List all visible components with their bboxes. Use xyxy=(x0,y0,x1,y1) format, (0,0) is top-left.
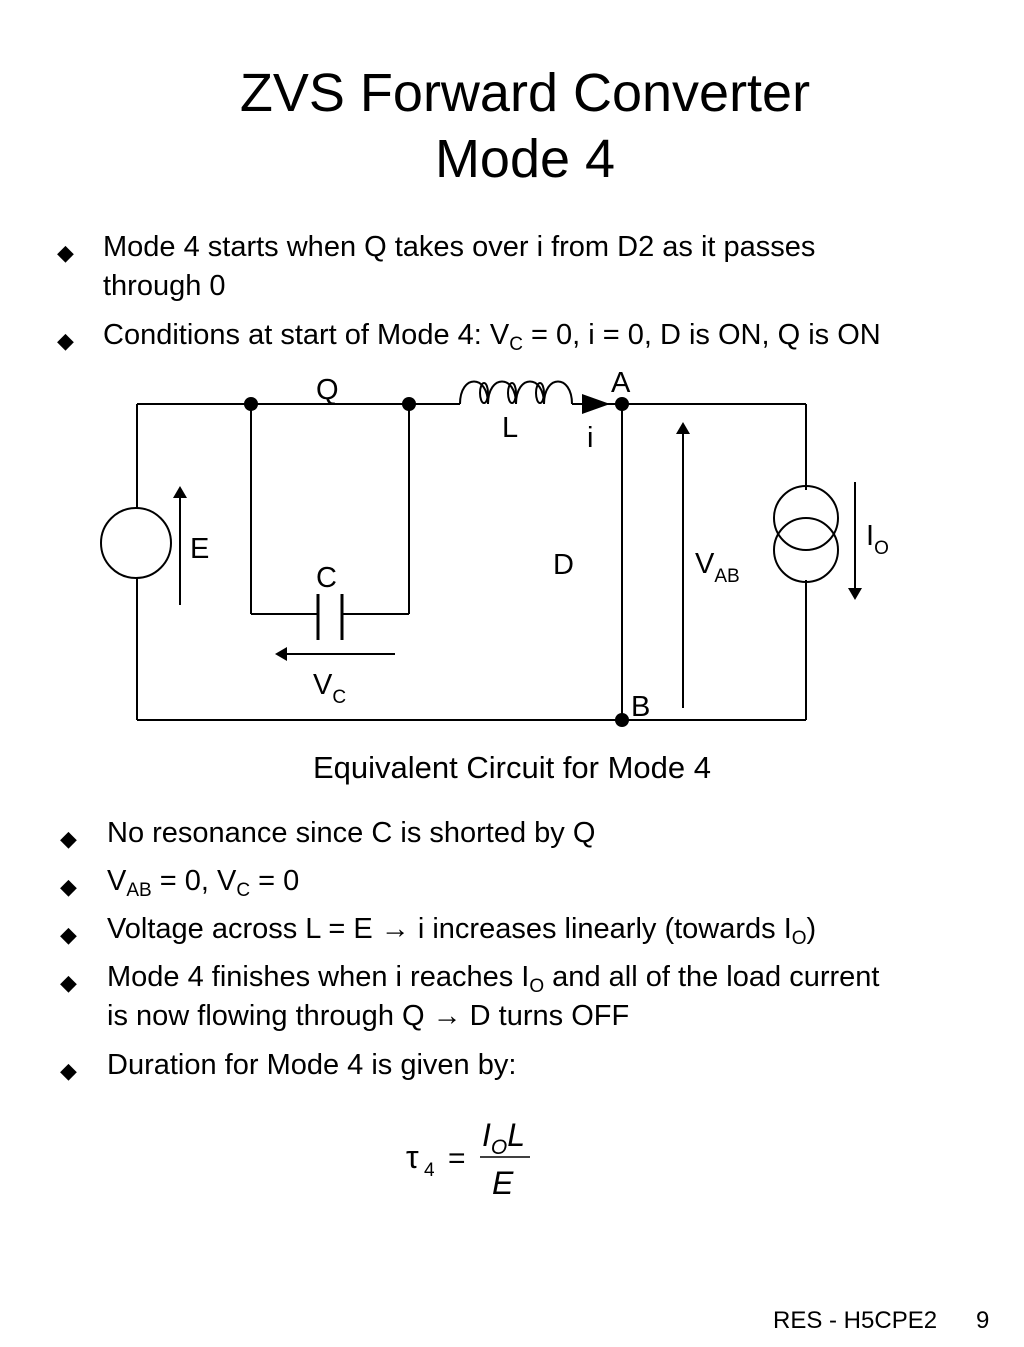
inductor-loop-2 xyxy=(507,382,517,404)
current-i-arrow-head xyxy=(582,394,610,414)
vab-arrow-head xyxy=(676,422,690,434)
formula-num: IOL xyxy=(482,1117,525,1159)
bullet-text: Mode 4 starts when Q takes over i from D… xyxy=(103,231,816,263)
node-dot-q-right xyxy=(402,397,416,411)
bullet-diamond-icon: ◆ xyxy=(60,922,77,947)
label-a: A xyxy=(611,367,631,399)
io-arrow-head xyxy=(848,588,862,600)
bullet-text: VAB = 0, VC = 0 xyxy=(107,865,300,901)
formula-equals: = xyxy=(448,1142,466,1175)
bullet-bottom-3: ◆ Voltage across L = E → i increases lin… xyxy=(60,910,1000,950)
bullet-text-cont: is now flowing through Q → D turns OFF xyxy=(107,1000,630,1032)
bullet-diamond-icon: ◆ xyxy=(60,826,77,851)
bullet-text: Voltage across L = E → i increases linea… xyxy=(107,913,817,949)
current-source-circle-lower xyxy=(773,517,839,583)
slide-title: ZVS Forward Converter Mode 4 xyxy=(0,60,1024,192)
bullet-bottom-4: ◆ Mode 4 finishes when i reaches IO and … xyxy=(60,958,1000,1038)
bullet-diamond-icon: ◆ xyxy=(60,1058,77,1083)
bullet-diamond-icon: ◆ xyxy=(60,874,77,899)
bullet-diamond-icon: ◆ xyxy=(57,240,74,265)
circuit-caption: Equivalent Circuit for Mode 4 xyxy=(312,750,712,785)
inductor-loop-3 xyxy=(535,382,545,404)
formula-den: E xyxy=(492,1165,514,1201)
formula-tau-sub: 4 xyxy=(424,1160,435,1181)
node-dot-q-left xyxy=(244,397,258,411)
bullet-bottom-2: ◆ VAB = 0, VC = 0 xyxy=(60,862,1000,902)
voltage-source-symbol xyxy=(100,507,172,579)
title-line-1: ZVS Forward Converter xyxy=(239,63,811,123)
vc-arrow-head xyxy=(275,647,287,661)
label-e: E xyxy=(190,533,209,565)
label-io: IO xyxy=(866,520,889,559)
bullet-text: No resonance since C is shorted by Q xyxy=(107,817,596,849)
node-dot-b xyxy=(615,713,629,727)
bullet-text-cont: through 0 xyxy=(103,270,226,302)
inductor-loop-1 xyxy=(479,382,489,404)
bullet-top-2: ◆ Conditions at start of Mode 4: VC = 0,… xyxy=(57,316,997,356)
title-line-2: Mode 4 xyxy=(434,129,616,189)
label-q: Q xyxy=(316,374,339,406)
e-arrow-head xyxy=(173,486,187,498)
label-d: D xyxy=(553,549,574,581)
bullet-top-1: ◆ Mode 4 starts when Q takes over i from… xyxy=(57,228,957,308)
bullet-text: Duration for Mode 4 is given by: xyxy=(107,1049,517,1081)
current-source-circle-upper xyxy=(773,485,839,551)
label-l: L xyxy=(502,412,518,444)
page-number: 9 xyxy=(976,1307,990,1334)
bullet-bottom-1: ◆ No resonance since C is shorted by Q xyxy=(60,814,1000,854)
node-dot-a xyxy=(615,397,629,411)
formula-tau: τ xyxy=(406,1139,419,1175)
label-vc: VC xyxy=(313,669,346,708)
label-i: i xyxy=(587,422,593,454)
duration-formula: τ 4 = IOL E xyxy=(406,1117,530,1201)
label-vab: VAB xyxy=(695,548,740,587)
bullet-text: Mode 4 finishes when i reaches IO and al… xyxy=(107,961,880,997)
label-b: B xyxy=(631,691,650,723)
bullet-diamond-icon: ◆ xyxy=(57,328,74,353)
bullet-diamond-icon: ◆ xyxy=(60,970,77,995)
footer-label: RES - H5CPE2 xyxy=(773,1307,938,1334)
label-c: C xyxy=(316,562,337,594)
bullet-text: Conditions at start of Mode 4: VC = 0, i… xyxy=(103,319,881,355)
bullet-bottom-5: ◆ Duration for Mode 4 is given by: xyxy=(60,1046,1000,1086)
